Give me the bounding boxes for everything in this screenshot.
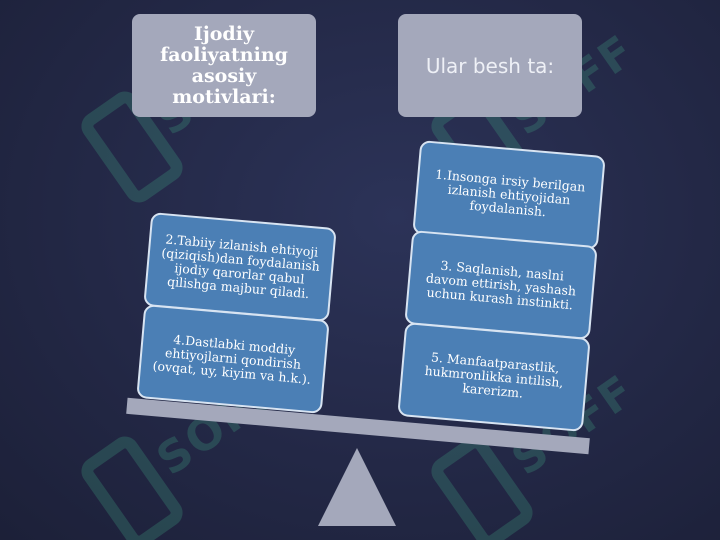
motive-card-3: 3. Saqlanish, naslni davom ettirish, yas… [404, 230, 598, 340]
motive-card-2: 2.Tabiiy izlanish ehtiyoji (qiziqish)dan… [143, 212, 337, 322]
motive-card-5: 5. Manfaatparastlik, hukmronlikka intili… [397, 322, 591, 432]
watermark-logo-3 [75, 431, 189, 540]
count-header: Ular besh ta: [398, 14, 582, 117]
motives-header: Ijodiy faoliyatning asosiy motivlari: [132, 14, 316, 117]
balance-fulcrum [318, 448, 396, 526]
motive-card-4: 4.Dastlabki moddiy ehtiyojlarni qondiris… [136, 304, 330, 414]
